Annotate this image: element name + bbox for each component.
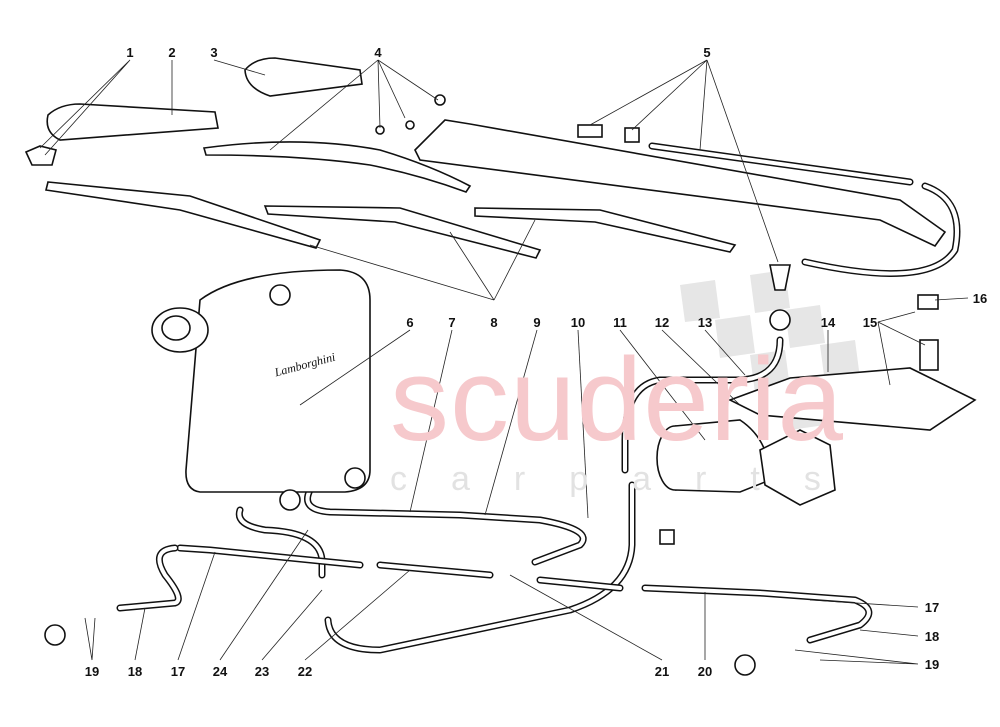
callout-7: 7: [448, 315, 455, 330]
callout-16: 16: [973, 291, 987, 306]
parts-upper-left: [24, 57, 947, 259]
watermark: scuderia carparts: [390, 334, 865, 498]
callout-21: 21: [655, 664, 669, 679]
callout-3: 3: [210, 45, 217, 60]
washer-tank: Lamborghini: [151, 269, 371, 511]
callout-5: 5: [703, 45, 710, 60]
callout-24: 24: [213, 664, 228, 679]
callout-17-left: 17: [171, 664, 185, 679]
callout-11: 11: [613, 315, 627, 330]
callout-1: 1: [126, 45, 133, 60]
watermark-sub: carparts: [390, 460, 865, 498]
callout-10: 10: [571, 315, 585, 330]
callout-2: 2: [168, 45, 175, 60]
callout-13: 13: [698, 315, 712, 330]
hoses: [116, 142, 961, 654]
callout-15: 15: [863, 315, 877, 330]
callout-19-left: 19: [85, 664, 99, 679]
callout-19-right: 19: [925, 657, 939, 672]
callout-labels: 1 2 3 4 5 6 7 8 9 10 11 12 13 14 15 16 1…: [85, 45, 987, 679]
callout-23: 23: [255, 664, 269, 679]
callout-14: 14: [821, 315, 836, 330]
callout-8: 8: [490, 315, 497, 330]
leader-lines: [39, 59, 969, 665]
callout-4: 4: [374, 45, 382, 60]
wiper-motor: [44, 264, 977, 676]
callout-18-right: 18: [925, 629, 939, 644]
callout-17-right: 17: [925, 600, 939, 615]
watermark-brand: scuderia: [390, 334, 844, 466]
callout-20: 20: [698, 664, 712, 679]
callout-22: 22: [298, 664, 312, 679]
callout-9: 9: [533, 315, 540, 330]
callout-18-left: 18: [128, 664, 142, 679]
callout-6: 6: [406, 315, 413, 330]
callout-12: 12: [655, 315, 669, 330]
